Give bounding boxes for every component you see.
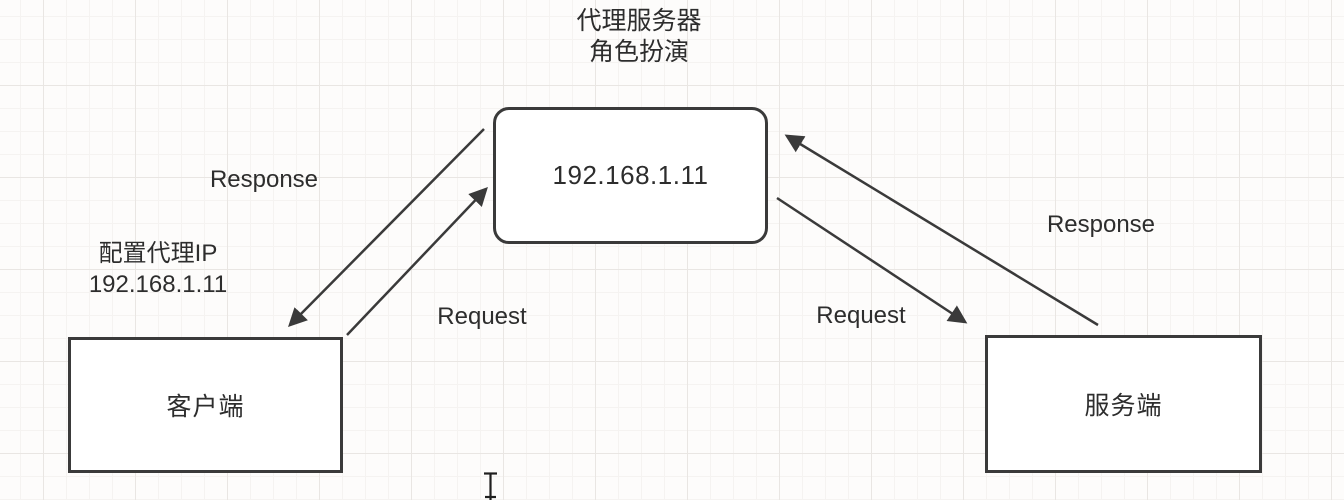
server-node-label: 服务端 (1084, 392, 1163, 420)
diagram-title-line2: 角色扮演 (588, 38, 690, 66)
edge-label-response-server: Response (1046, 211, 1156, 238)
edge-label-response-client: Response (209, 166, 319, 193)
client-node-label: 客户端 (166, 393, 245, 421)
client-proxy-config-note-line2: 192.168.1.11 (88, 271, 228, 298)
edge-label-request-client: Request (437, 303, 527, 330)
proxy-server-node: 192.168.1.11 (493, 107, 768, 244)
edge-label-request-server: Request (816, 302, 906, 329)
client-proxy-config-note: 配置代理IP 192.168.1.11 (89, 238, 227, 300)
text-ibeam-cursor-icon (484, 472, 497, 500)
client-proxy-config-note-line1: 配置代理IP (98, 240, 218, 267)
proxy-server-node-label: 192.168.1.11 (552, 160, 709, 190)
server-node: 服务端 (985, 335, 1262, 473)
diagram-title-line1: 代理服务器 (576, 7, 702, 35)
response-arrow-proxy-to-client (288, 128, 485, 327)
client-node: 客户端 (68, 337, 343, 473)
diagram-title: 代理服务器 角色扮演 (576, 6, 701, 68)
